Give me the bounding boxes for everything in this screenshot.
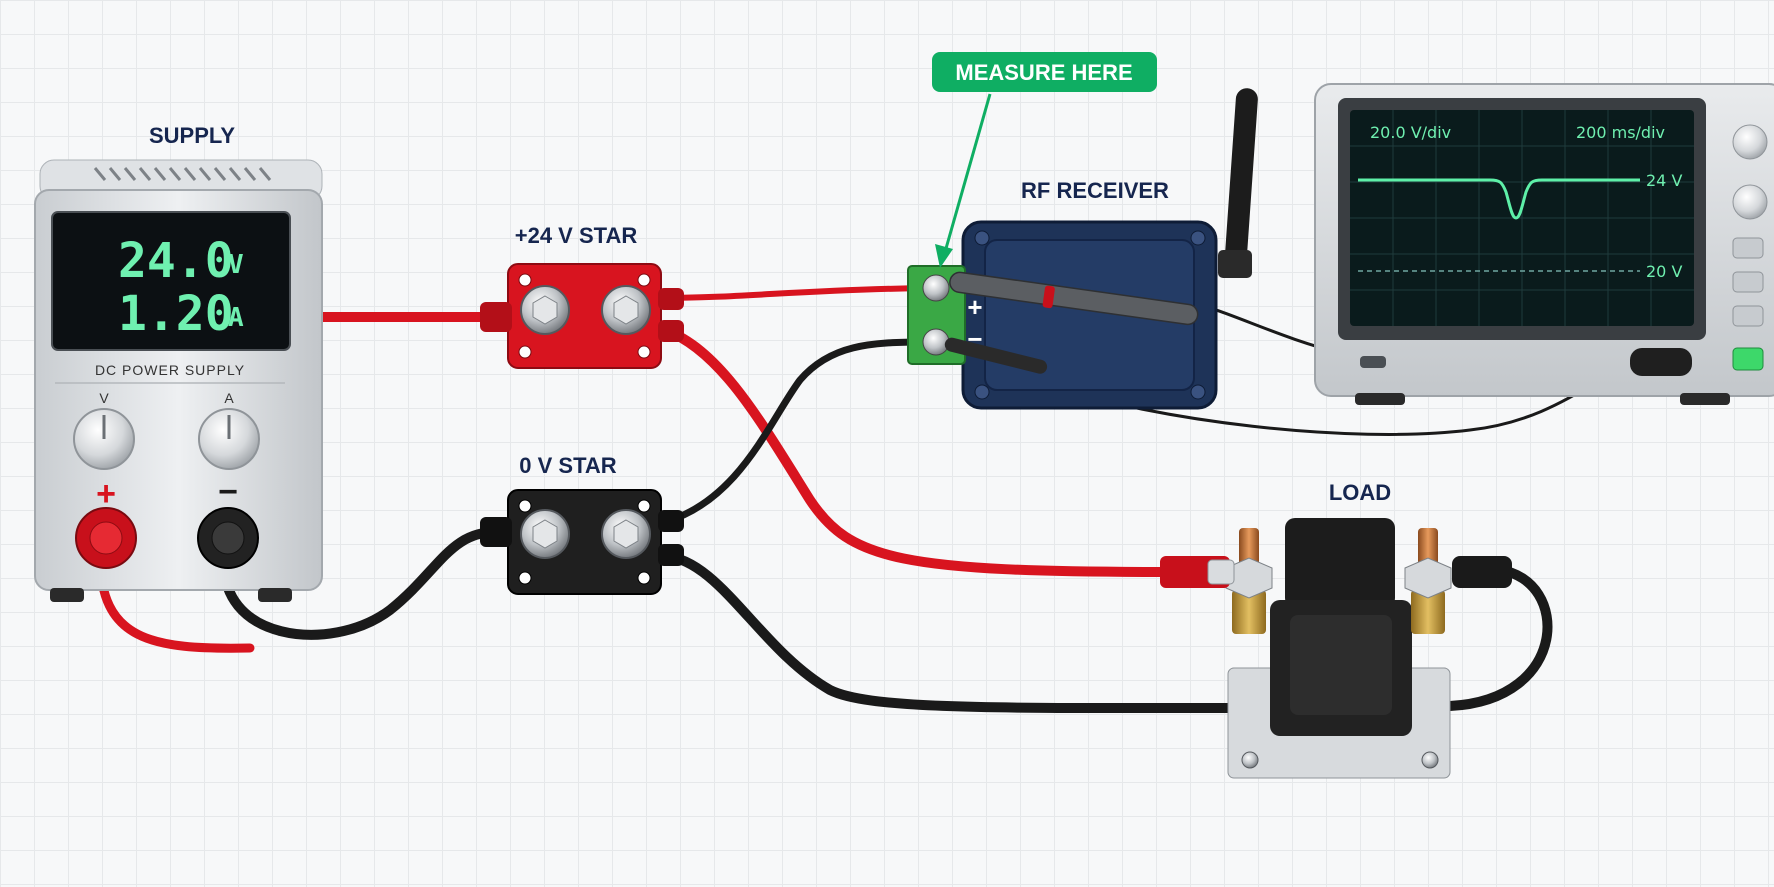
scope-probe-ring: [1042, 285, 1055, 309]
receiver-screw-tl: [974, 230, 990, 246]
load-terminal-left-nut: [1225, 557, 1273, 599]
receiver-screw-bl: [974, 384, 990, 400]
load-coil-shade: [1290, 615, 1392, 715]
zero-star-mount-hole-tr: [637, 499, 651, 513]
scope-button-2[interactable]: [1732, 271, 1764, 293]
antenna-icon: [1224, 88, 1258, 278]
positive-star-nut-right: [613, 295, 639, 325]
scope-run-button[interactable]: [1732, 347, 1764, 371]
psu-current-readout: 1.20: [118, 286, 234, 342]
load-contactor: LOAD: [1160, 480, 1512, 779]
scope-grid: [1350, 110, 1694, 326]
measure-arrow-head: [935, 244, 953, 268]
load-mount-screw-right: [1421, 751, 1439, 769]
psu-voltage-unit: V: [228, 250, 244, 280]
positive-star-mount-hole-tl: [518, 273, 532, 287]
load-positive-lug-ring: [1207, 559, 1235, 585]
psu-vent: [93, 167, 272, 181]
load-terminal-left-base: [1232, 590, 1266, 634]
measure-here-badge: [932, 52, 1157, 92]
psu-foot-left: [50, 588, 84, 602]
receiver-plus-symbol: +: [967, 292, 982, 322]
positive-star-wire-boot-right: [658, 288, 684, 310]
zero-star-mount-hole-br: [637, 571, 651, 585]
positive-star-busbar: +24 V STAR: [480, 223, 684, 369]
load-label: LOAD: [1329, 480, 1391, 505]
zero-star-mount-hole-tl: [518, 499, 532, 513]
load-terminal-right-stud: [1418, 528, 1438, 568]
wire-star-to-load-positive: [660, 325, 1175, 577]
ground-lead-clip[interactable]: [943, 336, 1048, 375]
positive-star-nut-left: [532, 295, 558, 325]
psu-negative-terminal-inner: [211, 521, 245, 555]
receiver-negative-terminal[interactable]: [922, 328, 950, 356]
rf-receiver-label: RF RECEIVER: [1021, 178, 1169, 203]
psu-panel-label: DC POWER SUPPLY: [95, 362, 245, 378]
positive-star-wire-boot-right-lower: [658, 320, 684, 342]
scope-button-3[interactable]: [1732, 305, 1764, 327]
power-supply: SUPPLY 24.0 V 1.20 A DC POWER SUPPLY V A…: [34, 123, 323, 602]
load-terminal-left-stud: [1239, 528, 1259, 568]
knob-a-label: A: [224, 390, 234, 406]
positive-star-mount-hole-br: [637, 345, 651, 359]
positive-star-mount-hole-tr: [637, 273, 651, 287]
psu-minus-symbol: −: [218, 473, 238, 511]
zero-star-wire-boot-right: [658, 510, 684, 532]
receiver-screw-br: [1190, 384, 1206, 400]
scope-probe-body[interactable]: [949, 271, 1199, 326]
zero-star-busbar: 0 V STAR: [480, 453, 684, 595]
receiver-positive-terminal[interactable]: [922, 274, 950, 302]
scope-foot-left: [1355, 393, 1405, 405]
scope-knob-lower[interactable]: [1732, 184, 1768, 220]
scope-level-24v: 24 V: [1646, 171, 1682, 190]
receiver-screw-tr: [1190, 230, 1206, 246]
positive-star-wire-boot-left: [480, 302, 512, 332]
psu-voltage-readout: 24.0: [118, 233, 234, 289]
scope-power-button[interactable]: [1360, 356, 1386, 368]
scope-probe-input[interactable]: [1630, 348, 1692, 376]
measure-arrow-line: [943, 93, 992, 253]
zero-star-nut-left: [532, 519, 558, 549]
scope-trace: [1358, 178, 1640, 220]
zero-star-wire-boot-right-lower: [658, 544, 684, 566]
wire-star-to-load-negative: [660, 551, 1245, 714]
load-terminal-right-base: [1411, 590, 1445, 634]
wire-load-return: [1445, 565, 1553, 711]
scope-button-1[interactable]: [1732, 237, 1764, 259]
measure-callout: MEASURE HERE: [932, 52, 1157, 268]
load-terminal-right-nut: [1404, 557, 1452, 599]
measure-here-text: MEASURE HERE: [955, 60, 1132, 85]
knob-v-label: V: [99, 390, 109, 406]
positive-star-label: +24 V STAR: [515, 223, 638, 248]
scope-level-20v: 20 V: [1646, 262, 1682, 281]
positive-star-mount-hole-bl: [518, 345, 532, 359]
load-coil-top: [1285, 518, 1395, 608]
oscilloscope: 20.0 V/div 200 ms/div 24 V 20 V: [1314, 83, 1774, 405]
load-mount-screw-left: [1241, 751, 1259, 769]
psu-plus-symbol: +: [96, 475, 116, 513]
scope-foot-right: [1680, 393, 1730, 405]
zero-star-nut-right: [613, 519, 639, 549]
wire-psu-negative-to-star: [219, 526, 505, 640]
wire-star-to-receiver-negative: [661, 338, 929, 526]
rf-receiver: RF RECEIVER + −: [907, 88, 1258, 410]
antenna-base: [1218, 250, 1252, 278]
zero-star-wire-boot-left: [480, 517, 512, 547]
scope-volts-per-div: 20.0 V/div: [1370, 123, 1451, 142]
supply-label: SUPPLY: [149, 123, 235, 148]
zero-star-label: 0 V STAR: [519, 453, 617, 478]
zero-star-mount-hole-bl: [518, 571, 532, 585]
psu-foot-right: [258, 588, 292, 602]
scope-knob-upper[interactable]: [1732, 124, 1768, 160]
psu-positive-terminal-inner: [89, 521, 123, 555]
psu-display: [51, 211, 291, 351]
psu-current-unit: A: [228, 303, 244, 333]
scope-time-per-div: 200 ms/div: [1576, 123, 1665, 142]
wire-star-to-receiver-positive: [657, 285, 928, 301]
load-negative-lug: [1452, 556, 1512, 588]
